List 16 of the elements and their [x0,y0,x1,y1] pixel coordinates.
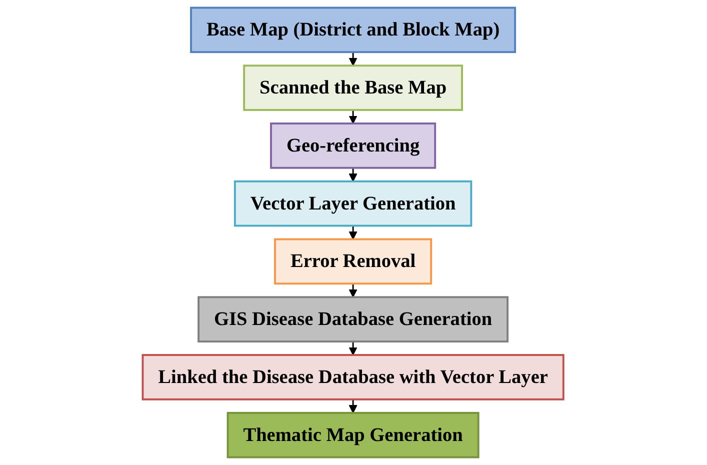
node-box [198,296,509,342]
node-box [274,238,432,285]
arrow [349,342,358,356]
node-box [190,6,516,54]
node-box [234,180,473,227]
node-box [270,122,436,169]
arrow [349,284,358,298]
arrow [349,168,358,182]
arrow [349,110,358,124]
node-box [142,354,565,400]
arrow [349,226,358,240]
flowchart: Base Map (District and Block Map) Scanned the Base Map Geo-referencing Vector Layer Generation Error Removal GIS Disease Database Generation Linked the Disease Database with Vector Layer Thematic Map Generation [135,0,572,465]
arrow [349,399,358,414]
node-box [227,412,480,458]
arrow [349,52,358,66]
node-box [244,64,464,111]
